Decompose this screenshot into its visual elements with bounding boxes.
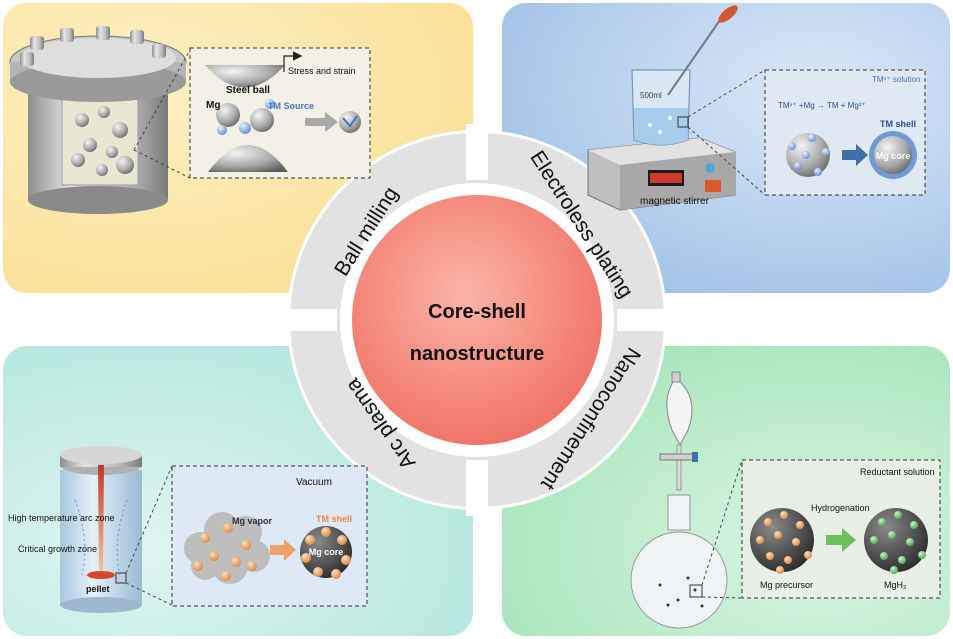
mg-label: Mg (206, 100, 220, 111)
tm-dot (814, 168, 822, 176)
tm-dot (301, 553, 311, 563)
pipette (667, 19, 721, 96)
tm-dot (788, 142, 796, 150)
center-title-line2: nanostructure (410, 343, 544, 365)
tm-dot (337, 535, 347, 545)
zoom-box (677, 116, 689, 128)
round-flask (630, 494, 728, 629)
tm-shell-label: TM shell (880, 119, 916, 129)
hydrogenation-label: Hydrogenation (811, 503, 870, 513)
zoom-box (115, 572, 127, 584)
mg-particle (250, 108, 274, 132)
tm-dot (802, 151, 810, 159)
ball-mill-jar (9, 26, 187, 214)
product-coating (342, 115, 358, 128)
tm-dot (808, 134, 816, 142)
tm-source-label: TM Source (268, 101, 314, 111)
tm-dot (331, 569, 341, 579)
tm-dot (341, 555, 351, 565)
arc-chamber (60, 446, 142, 613)
steel-ball-label: Steel ball (226, 85, 270, 96)
ring-gap-left (281, 309, 337, 331)
precursor-dots (756, 511, 812, 574)
tm-dot (305, 535, 315, 545)
tm-particle (265, 99, 275, 109)
ring-gap-top (466, 124, 488, 180)
center-title-line1: Core-shell (428, 301, 526, 323)
process-arrow (270, 539, 296, 561)
arc-zone-label: High temperature arc zone (8, 513, 115, 523)
tm-dot (313, 567, 323, 577)
stress-strain-label: Stress and strain (288, 66, 356, 76)
mg-vapor-label: Mg vapor (232, 516, 273, 526)
mg-precursor-label: Mg precursor (760, 580, 813, 590)
beaker-volume-label: 500ml (640, 91, 662, 100)
zoom-line (125, 582, 173, 606)
zoom-line (701, 459, 743, 586)
pipette-bulb (718, 5, 738, 23)
zoom-line (125, 465, 173, 574)
tm-particle (239, 122, 251, 134)
product-particle (339, 111, 361, 133)
ring-gap-right (617, 309, 673, 331)
mg-vapor-cloud (184, 512, 270, 584)
reductant-label: Reductant solution (860, 467, 935, 477)
mgh2-label: MgH₂ (884, 580, 907, 590)
tm-dot (822, 148, 830, 156)
process-arrow (305, 112, 338, 132)
process-arrow (826, 528, 856, 552)
pellet-label: pellet (86, 584, 110, 594)
magnetic-stirrer (587, 137, 736, 211)
reaction-label: TMⁿ⁺ +Mg → TM + Mg²⁺ (778, 101, 866, 110)
mg-core (874, 136, 912, 174)
tm-dot (794, 162, 802, 170)
beaker (631, 69, 691, 146)
separatory-funnel (659, 371, 698, 491)
zoom-line (133, 49, 191, 151)
zoom-line (687, 126, 766, 196)
stirrer-label: magnetic stirrer (640, 196, 710, 207)
ring-gap-bottom (466, 460, 488, 516)
stress-arrow (283, 51, 303, 72)
process-arrow (842, 144, 868, 166)
growth-zone-label: Critical growth zone (18, 544, 97, 554)
steel-ball-top (205, 65, 285, 88)
mgh2-dots (870, 511, 926, 574)
solution-label: TMⁿ⁺ solution (872, 75, 921, 84)
mg-particle (216, 103, 240, 127)
zoom-line (701, 596, 743, 599)
tm-shell-label: TM shell (316, 514, 352, 524)
steel-ball-bottom (208, 145, 288, 172)
zoom-line (133, 149, 191, 179)
zoom-box (689, 584, 703, 598)
tm-dot (321, 527, 331, 537)
center-circle (352, 195, 602, 445)
tm-particle (217, 125, 227, 135)
mg-core-label: Mg core (876, 151, 911, 161)
mg-core-label: Mg core (309, 547, 344, 557)
vacuum-label: Vacuum (296, 477, 332, 488)
